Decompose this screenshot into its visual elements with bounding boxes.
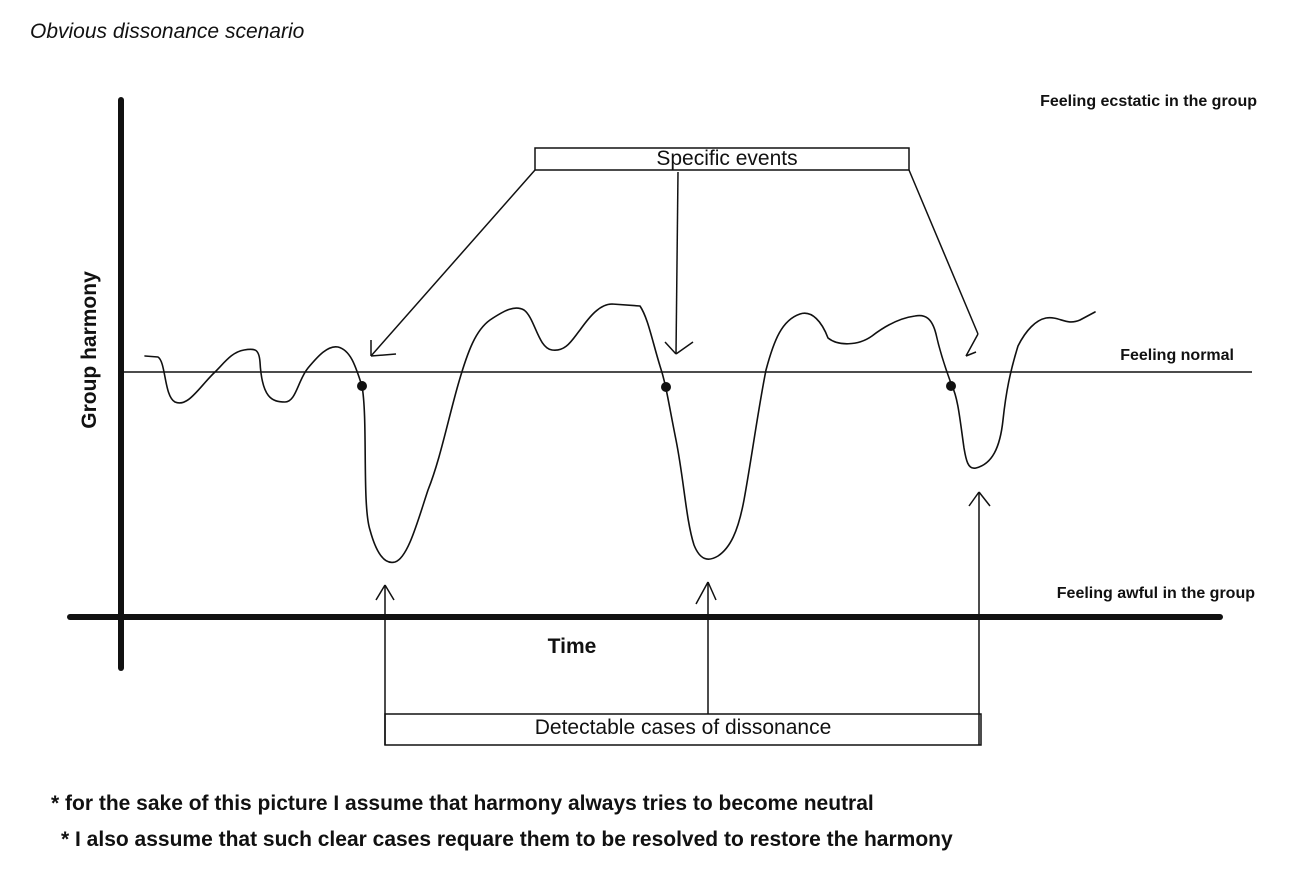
- event-dot-3: [946, 381, 956, 391]
- footnote-1: * for the sake of this picture I assume …: [51, 792, 874, 815]
- y-axis-label: Group harmony: [78, 271, 101, 429]
- scenario-title: Obvious dissonance scenario: [30, 20, 305, 43]
- event-arrow-1: [370, 169, 536, 357]
- event-arrow-3: [908, 169, 979, 357]
- dissonance-arrow-2: [695, 581, 717, 714]
- footnote-2: * I also assume that such clear cases re…: [61, 828, 953, 851]
- events-label: Specific events: [656, 147, 797, 170]
- level-label-ecstatic: Feeling ecstatic in the group: [1040, 93, 1257, 110]
- dissonance-box: [384, 713, 982, 746]
- dissonance-arrow-3: [968, 491, 991, 745]
- events-box: [534, 147, 910, 171]
- level-label-normal: Feeling normal: [1120, 347, 1234, 364]
- dissonance-label: Detectable cases of dissonance: [535, 716, 832, 739]
- x-axis-label: Time: [548, 635, 597, 658]
- event-arrow-2: [664, 171, 694, 355]
- event-dot-1: [357, 381, 367, 391]
- level-label-awful: Feeling awful in the group: [1057, 585, 1255, 602]
- harmony-curve: [144, 303, 1096, 564]
- event-dot-2: [661, 382, 671, 392]
